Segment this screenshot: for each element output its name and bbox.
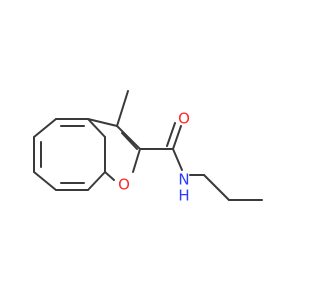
bond-methyl <box>116 90 129 127</box>
bond-furan-4 <box>104 171 115 181</box>
bond-amide-to-n <box>172 148 183 171</box>
carbonyl-oxygen-label: O <box>178 110 190 128</box>
bond-benzene-1 <box>33 118 57 138</box>
bond-benzene-5 <box>87 171 106 191</box>
bond-furan-3 <box>132 148 141 173</box>
bond-carbonyl-2 <box>166 122 176 147</box>
bond-furan-inner <box>121 132 138 150</box>
bond-benzene-7 <box>33 171 57 191</box>
bond-group <box>33 90 263 201</box>
bond-furan-2 <box>116 125 141 150</box>
bond-furan-1 <box>87 118 118 127</box>
bond-benzene-3 <box>87 118 106 138</box>
structure-drawing: O O N H <box>33 90 263 205</box>
bond-propyl-1 <box>203 174 230 201</box>
ring-oxygen-label: O <box>118 176 130 194</box>
molecule-canvas: O O N H <box>33 90 263 205</box>
bond-carbonyl-1 <box>172 125 182 150</box>
nitrogen-label: N <box>178 171 189 189</box>
nitrogen-hydrogen-label: H <box>178 187 189 205</box>
atom-labels: O O N H <box>118 110 190 205</box>
